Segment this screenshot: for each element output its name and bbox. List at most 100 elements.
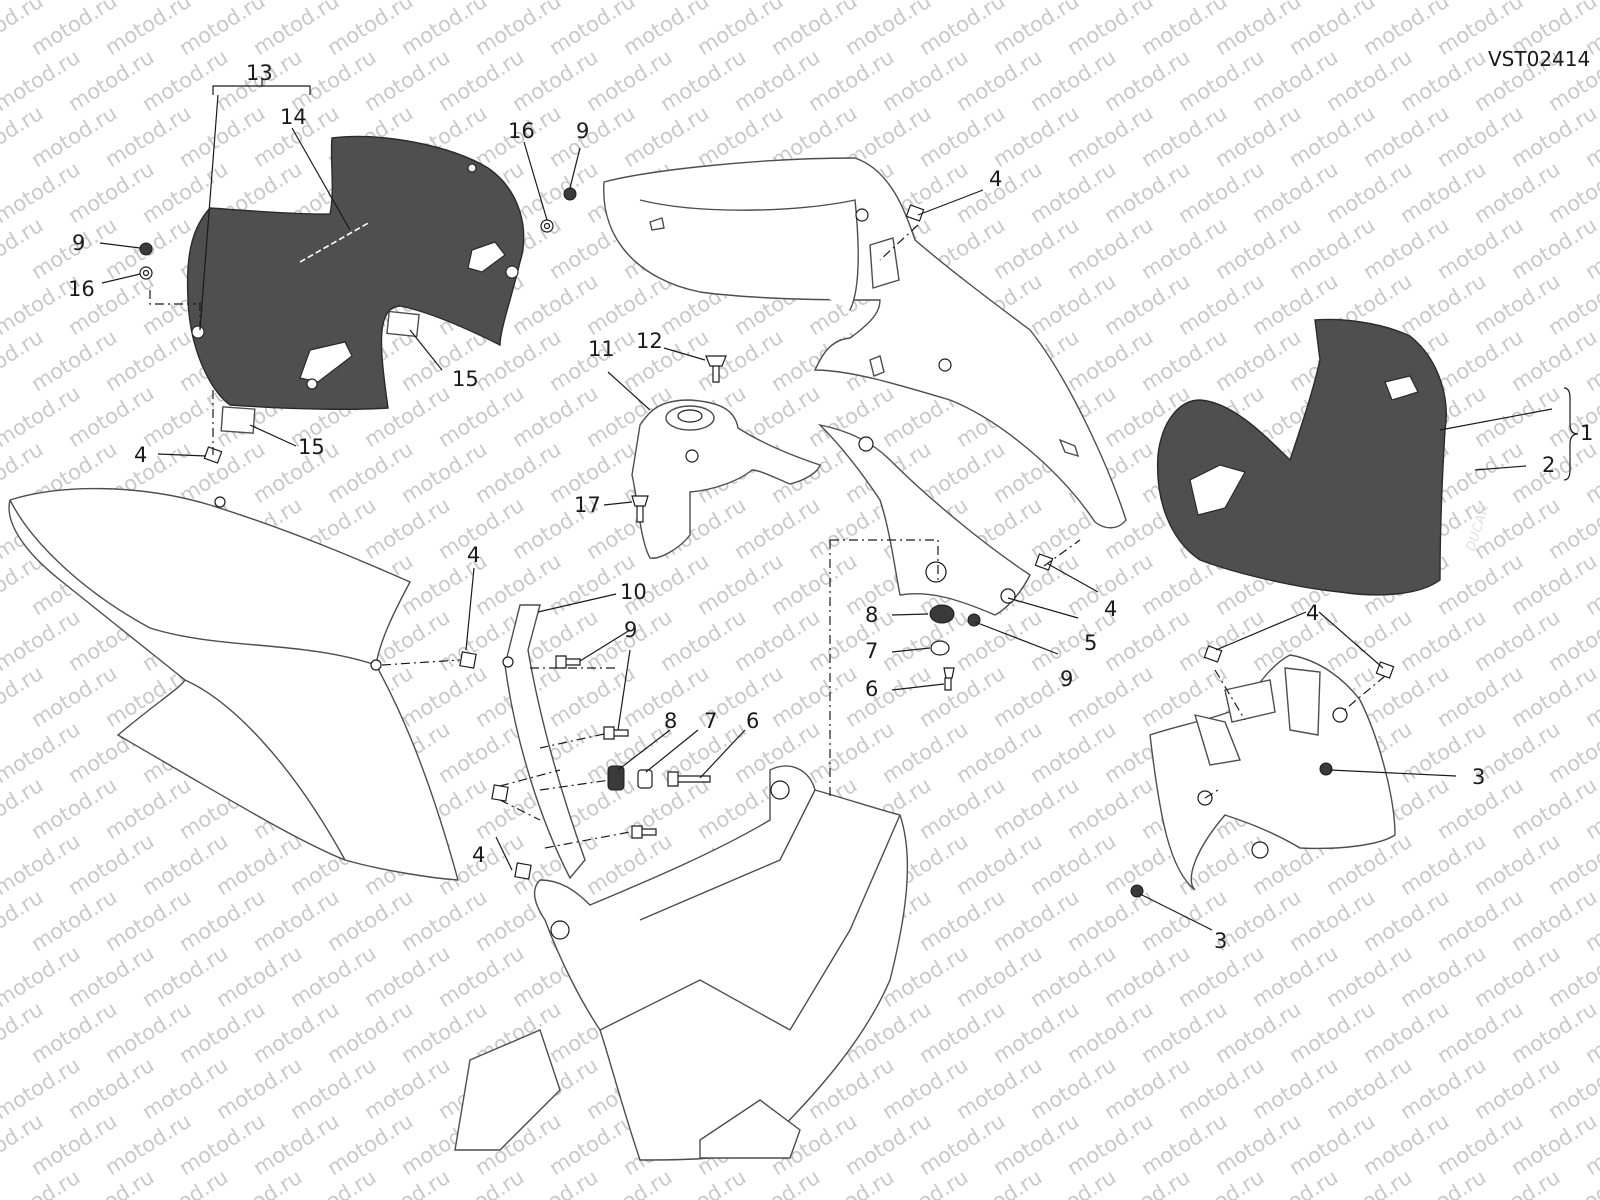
callout-5: 5 xyxy=(1084,631,1097,655)
screw-3 xyxy=(1319,762,1333,776)
support-hole xyxy=(1332,707,1348,723)
fairing-vent-left xyxy=(1189,464,1246,516)
cover-mount-hole xyxy=(191,325,205,339)
screw-9 xyxy=(555,655,581,669)
screw-12 xyxy=(705,355,727,383)
callout-15: 15 xyxy=(298,435,325,459)
callout-7: 7 xyxy=(865,639,878,663)
screw-6 xyxy=(943,667,955,691)
callout-4: 4 xyxy=(472,843,485,867)
callout-7: 7 xyxy=(704,709,717,733)
callout-9: 9 xyxy=(72,231,85,255)
callout-labels: 13 14 16 9 9 16 15 15 4 4 11 12 17 10 4 … xyxy=(68,61,1593,953)
bracket-boss-hole xyxy=(677,409,703,423)
frame-boss xyxy=(770,780,790,800)
adhesive-pad xyxy=(220,406,256,434)
cover-vent-right xyxy=(467,241,506,273)
hardware-layer xyxy=(139,187,1395,898)
clip-4 xyxy=(514,862,532,880)
tank-cover-part xyxy=(186,135,525,410)
frame-boss xyxy=(550,920,570,940)
callout-1: 1 xyxy=(1580,421,1593,445)
frame-bracket-bottom xyxy=(699,1099,801,1159)
fairing-mount-boss xyxy=(370,659,382,671)
callout-4: 4 xyxy=(1306,601,1319,625)
screw-6 xyxy=(667,771,711,787)
washer-hole xyxy=(142,269,150,277)
clip-4 xyxy=(459,651,477,669)
callout-6: 6 xyxy=(746,709,759,733)
callout-12: 12 xyxy=(636,329,663,353)
callout-11: 11 xyxy=(588,337,615,361)
screw-17 xyxy=(631,495,649,523)
clip-4 xyxy=(491,784,509,802)
panel-mount-hole xyxy=(1000,588,1016,604)
instrument-support-part xyxy=(1149,654,1396,891)
spacer-7 xyxy=(930,640,950,656)
grommet-8 xyxy=(929,604,955,624)
shell-mount-hole xyxy=(938,358,952,372)
callout-4: 4 xyxy=(1104,597,1117,621)
callout-10: 10 xyxy=(620,580,647,604)
callout-14: 14 xyxy=(280,105,307,129)
callout-16: 16 xyxy=(508,119,535,143)
callout-15: 15 xyxy=(452,367,479,391)
cover-seam-line xyxy=(299,221,371,263)
screw-9 xyxy=(603,726,629,740)
upper-fairing-shell-part xyxy=(603,157,1127,529)
spacer-7 xyxy=(637,769,653,789)
callout-16: 16 xyxy=(68,277,95,301)
cover-mount-hole xyxy=(505,265,519,279)
panel-mount-hole xyxy=(858,436,874,452)
washer-hole xyxy=(543,222,551,230)
callout-8: 8 xyxy=(664,709,677,733)
shell-bracket xyxy=(869,237,900,289)
frame-part xyxy=(454,765,909,1161)
callout-13: 13 xyxy=(246,61,273,85)
support-rib xyxy=(1193,714,1241,766)
callout-2: 2 xyxy=(1542,453,1555,477)
callout-6: 6 xyxy=(865,677,878,701)
support-display-mount xyxy=(1224,679,1276,723)
cover-mount-hole xyxy=(306,378,318,390)
support-hole xyxy=(1251,841,1269,859)
strip-mount-hole xyxy=(502,656,514,668)
shell-clip xyxy=(1058,438,1080,458)
screw-9 xyxy=(967,613,981,627)
shell-clip xyxy=(649,217,665,231)
frame-bracket-left xyxy=(454,1029,561,1151)
clip-4 xyxy=(1034,553,1054,571)
adhesive-pad xyxy=(386,310,420,338)
leader-lines xyxy=(99,80,1579,931)
ignition-bracket-part xyxy=(631,399,821,559)
clip-4 xyxy=(905,204,925,222)
support-rib xyxy=(1284,667,1321,736)
fairing-vent-right xyxy=(1384,375,1419,401)
fairing-mount-boss xyxy=(214,496,226,508)
side-fairing-part xyxy=(8,487,459,881)
grommet-8 xyxy=(607,765,625,791)
cover-vent-left xyxy=(299,341,353,383)
shell-mount-hole xyxy=(855,208,869,222)
callout-17: 17 xyxy=(574,493,601,517)
callout-3: 3 xyxy=(1472,765,1485,789)
cover-mount-hole xyxy=(467,163,477,173)
trim-strip-part xyxy=(502,604,586,880)
callout-9: 9 xyxy=(624,618,637,642)
drawing-code: VST02414 xyxy=(1488,47,1590,71)
bracket-hole xyxy=(685,449,699,463)
panel-grommet-seat xyxy=(925,561,947,583)
shell-grill xyxy=(869,355,885,377)
screw-9 xyxy=(139,242,153,256)
screw-9 xyxy=(563,187,577,201)
callout-4: 4 xyxy=(134,443,147,467)
callout-3: 3 xyxy=(1214,929,1227,953)
callout-9: 9 xyxy=(1060,667,1073,691)
callout-4: 4 xyxy=(467,543,480,567)
side-panel-part xyxy=(817,423,1031,616)
screw-9 xyxy=(631,825,657,839)
callout-9: 9 xyxy=(576,119,589,143)
callout-4: 4 xyxy=(989,167,1002,191)
callout-8: 8 xyxy=(865,603,878,627)
